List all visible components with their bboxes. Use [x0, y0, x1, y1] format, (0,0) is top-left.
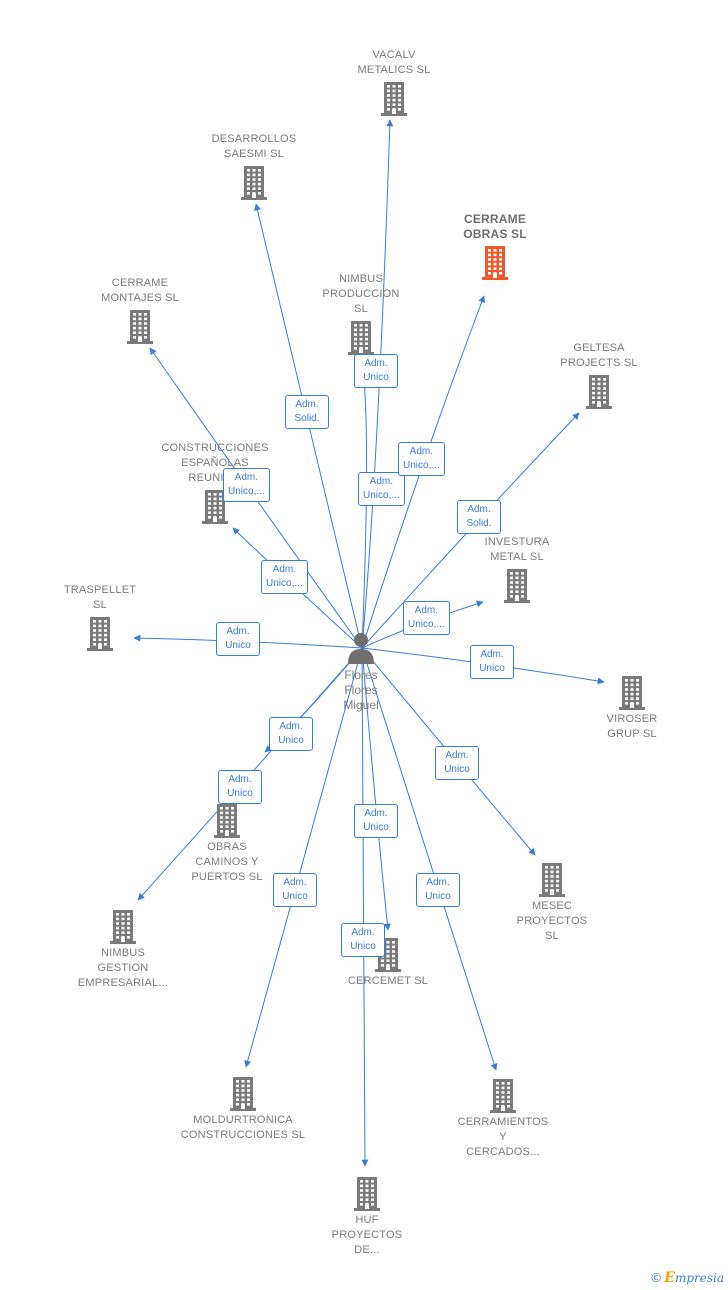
edge-to-cerramientos: [361, 647, 498, 1071]
building-icon: [127, 310, 153, 344]
company-node-mesec[interactable]: MESEC PROYECTOS SL: [472, 859, 632, 944]
company-name: HUF PROYECTOS DE...: [331, 1214, 403, 1256]
company-name: OBRAS CAMINOS Y PUERTOS SL: [191, 841, 263, 883]
footer-brand: © Empresia: [651, 1270, 724, 1286]
company-node-huf[interactable]: HUF PROYECTOS DE...: [287, 1173, 447, 1258]
building-icon: [202, 490, 228, 524]
relation-label-investura[interactable]: Adm. Unico,...: [403, 601, 450, 635]
company-node-cerramientos[interactable]: CERRAMIENTOS Y CERCADOS...: [423, 1075, 583, 1160]
center-person-node[interactable]: Flores Flores Miguel: [331, 630, 391, 713]
edge-to-huf: [361, 647, 369, 1167]
edge-to-moldurtronica: [244, 647, 363, 1068]
building-icon: [381, 82, 407, 116]
building-icon: [539, 863, 565, 897]
company-name: VACALV METALICS SL: [357, 49, 431, 76]
company-name: CERRAMIENTOS Y CERCADOS...: [457, 1116, 549, 1158]
relation-label-nimbus-produccion[interactable]: Adm. Unico: [354, 354, 398, 388]
building-icon: [241, 166, 267, 200]
center-person-name: Flores Flores Miguel: [343, 668, 379, 712]
company-name: GELTESA PROJECTS SL: [560, 342, 638, 369]
copyright-icon: ©: [651, 1270, 661, 1285]
building-icon: [87, 617, 113, 651]
company-node-nimbus-gestion[interactable]: NIMBUS GESTION EMPRESARIAL...: [43, 906, 203, 991]
company-name: CERCEMET SL: [347, 975, 429, 987]
company-node-investura[interactable]: INVESTURA METAL SL: [437, 535, 597, 605]
relation-label-cerramientos[interactable]: Adm. Unico: [416, 873, 460, 907]
building-icon: [586, 375, 612, 409]
company-name: CERRAME OBRAS SL: [463, 212, 527, 241]
relation-label-mesec[interactable]: Adm. Unico: [435, 746, 479, 780]
edge-to-cercemet: [361, 647, 391, 931]
company-node-construcciones[interactable]: CONSTRUCCIONES ESPAÑOLAS REUNID...: [135, 441, 295, 526]
company-node-cerrame-obras[interactable]: CERRAME OBRAS SL: [415, 212, 575, 282]
company-name: DESARROLLOS SAESMI SL: [211, 133, 297, 160]
company-node-cerrame-montajes[interactable]: CERRAME MONTAJES SL: [60, 276, 220, 346]
company-node-nimbus-produccion[interactable]: NIMBUS PRODUCCION SL: [281, 272, 441, 357]
building-icon: [230, 1077, 256, 1111]
company-name: VIROSER GRUP SL: [606, 713, 658, 740]
building-icon: [482, 246, 508, 280]
relation-label-moldurtronica[interactable]: Adm. Unico: [273, 873, 317, 907]
company-name: MESEC PROYECTOS SL: [516, 900, 588, 942]
company-node-moldurtronica[interactable]: MOLDURTRONICA CONSTRUCCIONES SL: [163, 1073, 323, 1143]
building-icon: [214, 804, 240, 838]
edge-to-vacalv: [361, 119, 394, 649]
company-node-vacalv[interactable]: VACALV METALICS SL: [314, 48, 474, 118]
company-name: CONSTRUCCIONES ESPAÑOLAS REUNID...: [161, 442, 269, 484]
company-name: TRASPELLET SL: [63, 584, 137, 611]
relation-label-desarrollos[interactable]: Adm. Solid.: [285, 395, 329, 429]
company-node-desarrollos[interactable]: DESARROLLOS SAESMI SL: [174, 132, 334, 202]
building-icon: [490, 1079, 516, 1113]
company-name: NIMBUS PRODUCCION SL: [322, 273, 400, 315]
company-name: MOLDURTRONICA CONSTRUCCIONES SL: [180, 1114, 306, 1141]
relation-label-viroser[interactable]: Adm. Unico: [470, 645, 514, 679]
brand-logo-text: mpresia: [674, 1271, 724, 1285]
company-name: INVESTURA METAL SL: [484, 536, 550, 563]
relation-label-cerrame-obras[interactable]: Adm. Unico,...: [398, 442, 445, 476]
relation-label-obras-caminos[interactable]: Adm. Unico: [269, 717, 313, 751]
building-icon: [504, 569, 530, 603]
relation-label-traspellet[interactable]: Adm. Unico: [216, 622, 260, 656]
relation-label-cercemet[interactable]: Adm. Unico: [354, 804, 398, 838]
company-name: CERRAME MONTAJES SL: [101, 277, 179, 304]
company-node-viroser[interactable]: VIROSER GRUP SL: [552, 672, 712, 742]
company-name: NIMBUS GESTION EMPRESARIAL...: [77, 947, 169, 989]
relation-label-nimbus-gestion[interactable]: Adm. Unico: [218, 770, 262, 804]
relation-label-cerrame-montajes[interactable]: Adm. Unico,...: [223, 468, 270, 502]
person-icon: [348, 633, 374, 664]
company-node-traspellet[interactable]: TRASPELLET SL: [20, 583, 180, 653]
relation-label-construcciones[interactable]: Adm. Unico,...: [261, 560, 308, 594]
building-icon: [619, 676, 645, 710]
relation-label-huf[interactable]: Adm. Unico: [341, 923, 385, 957]
building-icon: [110, 910, 136, 944]
building-icon: [354, 1177, 380, 1211]
company-node-geltesa[interactable]: GELTESA PROJECTS SL: [519, 341, 679, 411]
brand-logo-initial: E: [664, 1270, 675, 1286]
company-node-obras-caminos[interactable]: OBRAS CAMINOS Y PUERTOS SL: [147, 800, 307, 885]
company-node-cercemet[interactable]: CERCEMET SL: [308, 934, 468, 989]
relation-label-geltesa[interactable]: Adm. Solid.: [457, 500, 501, 534]
relation-label-vacalv[interactable]: Adm. Unico,...: [358, 472, 405, 506]
building-icon: [348, 321, 374, 355]
